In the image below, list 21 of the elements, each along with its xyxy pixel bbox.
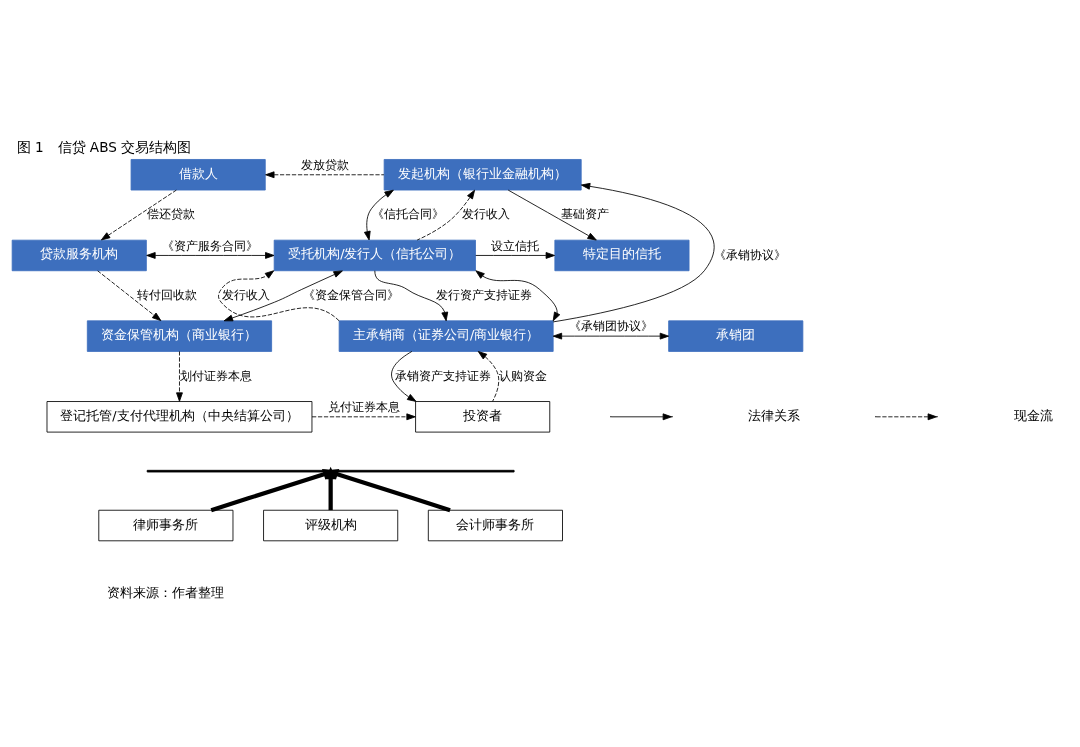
- edge-label: 《资产服务合同》: [162, 238, 259, 253]
- edge-label: 发放贷款: [300, 157, 349, 172]
- edge-label: 发行收入: [462, 207, 511, 222]
- edge-label: 兑付证券本息: [327, 400, 400, 415]
- edge-label: 《承销协议》: [714, 247, 787, 262]
- edge-label: 承销资产支持证券: [395, 368, 492, 383]
- edge-label: 发行资产支持证券: [435, 287, 532, 302]
- edge-label: 偿还贷款: [146, 207, 195, 222]
- edge-label: 《资金保管合同》: [302, 287, 399, 302]
- edge-label: 发行收入: [221, 287, 270, 302]
- edge-label: 设立信托: [491, 238, 540, 253]
- diagram-title: 图 1 信贷 ABS 交易结构图: [16, 138, 192, 155]
- edge-label: 认购资金: [499, 368, 548, 383]
- label: 资料来源：作者整理: [107, 585, 225, 601]
- legend-label: 法律关系: [747, 407, 800, 423]
- edge-label: 划付证券本息: [180, 368, 252, 383]
- edge-label: 《信托合同》: [371, 207, 444, 222]
- edge-label: 《承销团协议》: [568, 319, 653, 334]
- edge-label: 基础资产: [560, 207, 609, 222]
- edge-label: 转付回收款: [136, 287, 197, 302]
- legend-label: 现金流: [1013, 407, 1053, 423]
